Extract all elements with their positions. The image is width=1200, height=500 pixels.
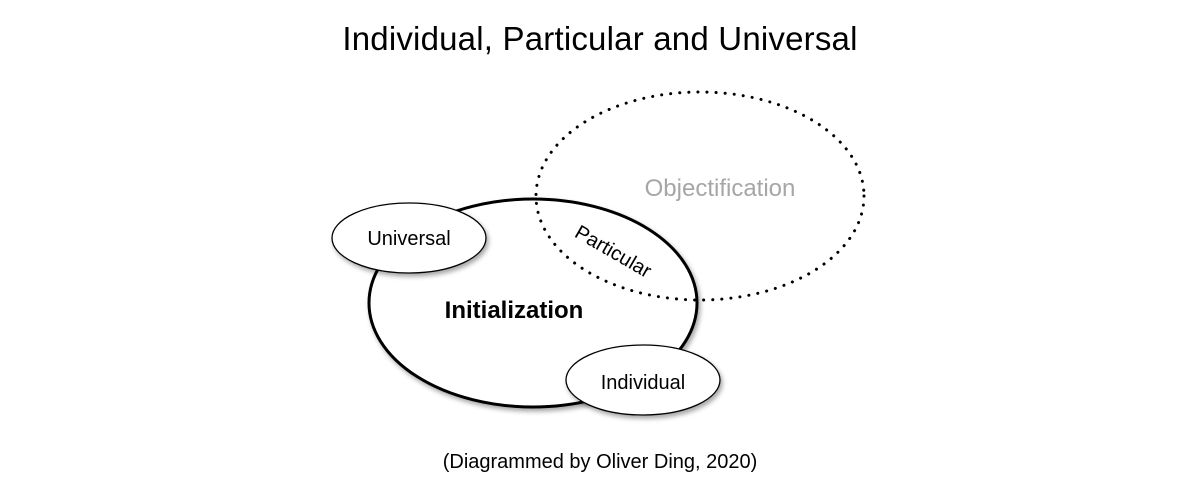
individual-ellipse [565, 344, 721, 416]
objectification-ellipse [534, 90, 866, 302]
universal-label: Universal [367, 228, 450, 250]
diagram-credit: (Diagrammed by Oliver Ding, 2020) [442, 451, 758, 473]
page-title: Individual, Particular and Universal [342, 20, 858, 57]
universal-ellipse [331, 202, 487, 274]
objectification-label: Objectification [645, 175, 796, 202]
individual-label: Individual [601, 372, 686, 394]
initialization-label: Initialization [445, 297, 584, 324]
